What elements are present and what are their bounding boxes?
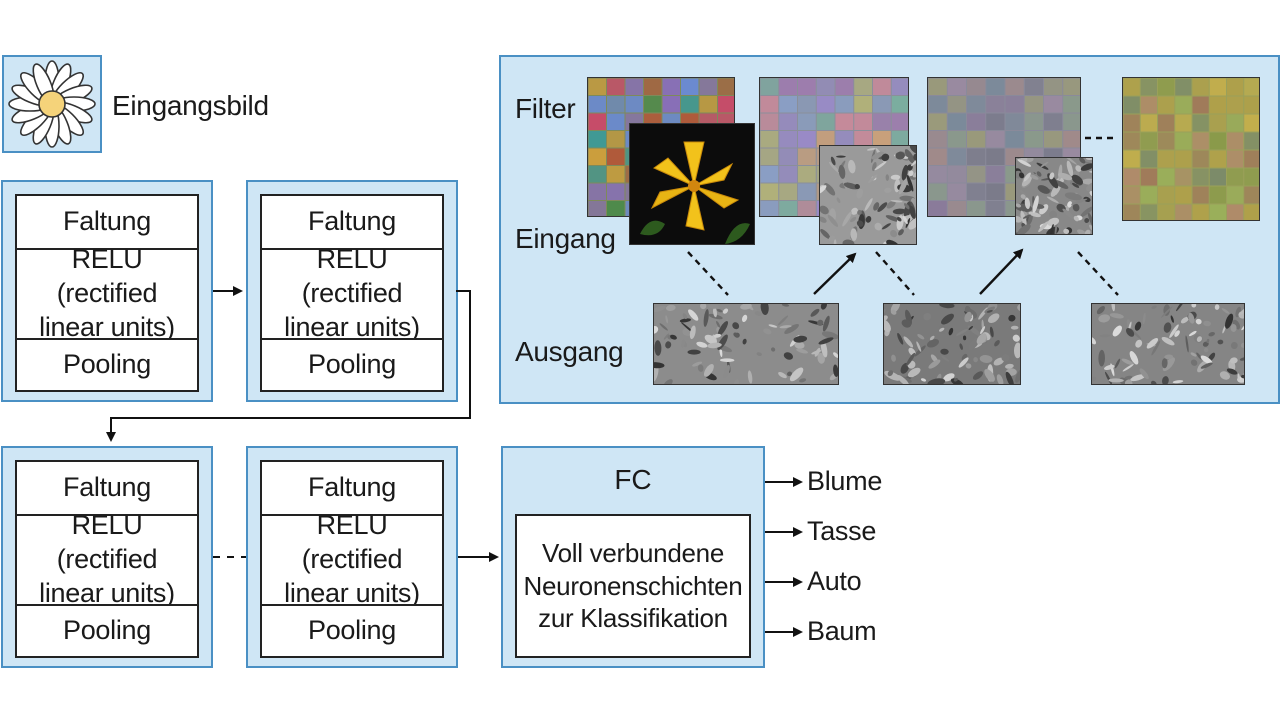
cnn-block-1: Faltung RELU (rectified linear units) Po… [1,180,213,402]
output-row-label: Ausgang [515,336,624,367]
convolution-layer: Faltung [260,460,444,516]
fc-description: Voll verbundene Neuronenschichten zur Kl… [515,514,751,658]
input-image-label: Eingangsbild [112,90,269,121]
convolution-layer: Faltung [260,194,444,250]
output-label-blume: Blume [807,466,883,496]
relu-layer: RELU (rectified linear units) [15,244,199,342]
cnn-block-2: Faltung RELU (rectified linear units) Po… [246,180,458,402]
filter-row-label: Filter [515,93,576,124]
output-label-tasse: Tasse [807,516,877,546]
output-label-auto: Auto [807,566,862,596]
filter-grid-4 [1122,77,1260,221]
cnn-block-4: Faltung RELU (rectified linear units) Po… [246,446,458,668]
feature-map-output-2 [883,303,1021,385]
feature-map-input-3 [1015,157,1093,235]
input-image-frame [2,55,102,153]
fc-title: FC [614,464,652,495]
feature-map-input-2 [819,145,917,245]
daisy-flower-icon [8,60,96,148]
relu-layer: RELU (rectified linear units) [260,510,444,608]
cnn-block-3: Faltung RELU (rectified linear units) Po… [1,446,213,668]
pooling-layer: Pooling [260,604,444,658]
pooling-layer: Pooling [15,338,199,392]
fc-block: FC Voll verbundene Neuronenschichten zur… [501,446,765,668]
relu-layer: RELU (rectified linear units) [260,244,444,342]
feature-map-output-3 [1091,303,1245,385]
pooling-layer: Pooling [260,338,444,392]
feature-visualization-panel: Filter Eingang Ausgang [499,55,1280,404]
pooling-layer: Pooling [15,604,199,658]
relu-layer: RELU (rectified linear units) [15,510,199,608]
input-row-label: Eingang [515,223,616,254]
lily-input-image [629,123,755,245]
filter-grid-3 [927,77,1081,217]
convolution-layer: Faltung [15,460,199,516]
output-label-baum: Baum [807,616,877,646]
feature-map-output-1 [653,303,839,385]
convolution-layer: Faltung [15,194,199,250]
